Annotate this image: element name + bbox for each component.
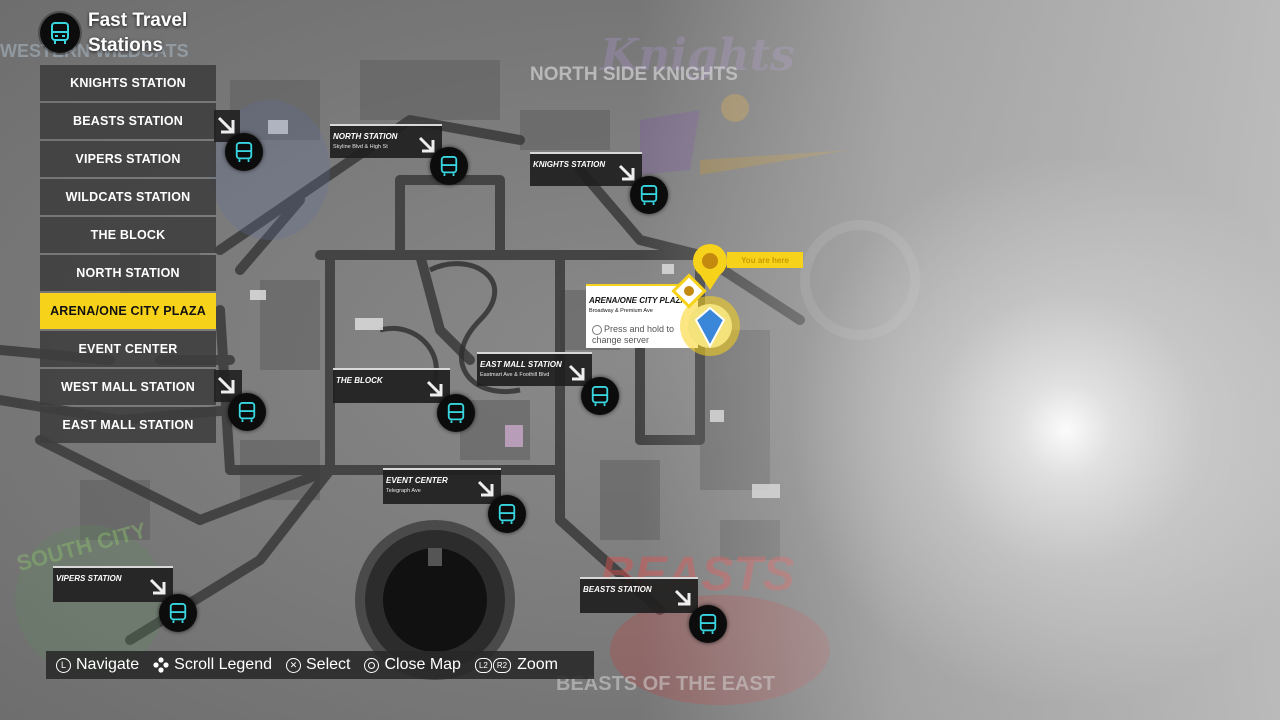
you-are-here-label: You are here bbox=[727, 252, 803, 268]
arrow-icon bbox=[568, 364, 585, 381]
bus-icon bbox=[40, 13, 80, 53]
arrow-icon bbox=[418, 136, 435, 153]
map-label-name: EAST MALL STATION bbox=[480, 360, 562, 369]
map-label-address: Skyline Blvd & High St bbox=[333, 144, 388, 150]
arrow-icon bbox=[618, 164, 635, 181]
station-list-item-vipers[interactable]: VIPERS STATION bbox=[40, 141, 216, 177]
bus-icon[interactable] bbox=[430, 147, 468, 185]
page-title: Fast Travel Stations bbox=[88, 10, 188, 56]
map-label-event-center[interactable]: EVENT CENTER Telegraph Ave bbox=[383, 468, 501, 504]
arrow-icon bbox=[149, 578, 166, 595]
map-label-east-mall-station[interactable]: EAST MALL STATION Eastmart Ave & Foothil… bbox=[477, 352, 592, 386]
map-label-beasts-station[interactable]: BEASTS STATION bbox=[580, 577, 698, 613]
circle-button-icon bbox=[364, 657, 380, 673]
station-list-item-north[interactable]: NORTH STATION bbox=[40, 255, 216, 291]
map-label-name: VIPERS STATION bbox=[56, 574, 122, 583]
bus-icon[interactable] bbox=[437, 394, 475, 432]
map-label-name: KNIGHTS STATION bbox=[533, 160, 606, 169]
control-scroll-legend[interactable]: Scroll Legend bbox=[153, 656, 272, 674]
bus-icon[interactable] bbox=[689, 605, 727, 643]
station-list-item-east-mall[interactable]: EAST MALL STATION bbox=[40, 407, 216, 443]
map-label-address: Telegraph Ave bbox=[386, 488, 421, 494]
map-label-name: EVENT CENTER bbox=[386, 476, 448, 485]
map-label-knights-station[interactable]: KNIGHTS STATION bbox=[530, 152, 642, 186]
tooltip-hint: Press and hold to change server bbox=[592, 324, 675, 345]
cross-button-icon: ✕ bbox=[286, 657, 301, 673]
station-list-item-the-block[interactable]: THE BLOCK bbox=[40, 217, 216, 253]
bus-icon[interactable] bbox=[159, 594, 197, 632]
control-select[interactable]: ✕ Select bbox=[286, 656, 350, 674]
control-close-map[interactable]: Close Map bbox=[364, 656, 461, 674]
controls-bar: L Navigate Scroll Legend ✕ Select Close … bbox=[46, 651, 594, 679]
map-label-north-station[interactable]: NORTH STATION Skyline Blvd & High St bbox=[330, 124, 442, 158]
station-list-item-arena[interactable]: ARENA/ONE CITY PLAZA bbox=[40, 293, 216, 329]
bus-icon[interactable] bbox=[228, 393, 266, 431]
arrow-icon bbox=[477, 480, 494, 497]
map-label-vipers-station[interactable]: VIPERS STATION bbox=[53, 566, 173, 602]
arrow-icon bbox=[674, 589, 691, 606]
bus-icon[interactable] bbox=[581, 377, 619, 415]
dpad-icon bbox=[153, 657, 169, 673]
station-list: KNIGHTS STATION BEASTS STATION VIPERS ST… bbox=[40, 65, 216, 445]
station-list-item-knights[interactable]: KNIGHTS STATION bbox=[40, 65, 216, 101]
map-label-name: THE BLOCK bbox=[336, 376, 383, 385]
map-label-address: Eastmart Ave & Foothill Blvd bbox=[480, 372, 550, 378]
circle-button-icon bbox=[592, 324, 602, 335]
bus-icon[interactable] bbox=[630, 176, 668, 214]
map-label-name: BEASTS STATION bbox=[583, 585, 652, 594]
player-location-marker bbox=[671, 244, 740, 356]
bus-icon[interactable] bbox=[225, 133, 263, 171]
map-label-the-block[interactable]: THE BLOCK bbox=[333, 368, 450, 403]
station-list-item-event-center[interactable]: EVENT CENTER bbox=[40, 331, 216, 367]
selected-station-tooltip[interactable]: ARENA/ONE CITY PLAZA Broadway & Premium … bbox=[586, 284, 698, 348]
station-list-item-wildcats[interactable]: WILDCATS STATION bbox=[40, 179, 216, 215]
header: Fast Travel Stations bbox=[40, 8, 208, 58]
bus-icon[interactable] bbox=[488, 495, 526, 533]
tooltip-address: Broadway & Premium Ave bbox=[589, 308, 653, 314]
station-list-item-west-mall[interactable]: WEST MALL STATION bbox=[40, 369, 216, 405]
team-mark-north-side: NORTH SIDE KNIGHTS bbox=[530, 64, 738, 85]
station-list-item-beasts[interactable]: BEASTS STATION bbox=[40, 103, 216, 139]
left-stick-icon: L bbox=[56, 657, 71, 673]
control-navigate[interactable]: L Navigate bbox=[56, 656, 139, 674]
map-label-name: NORTH STATION bbox=[333, 132, 398, 141]
tooltip-name: ARENA/ONE CITY PLAZA bbox=[589, 296, 687, 305]
arrow-icon bbox=[426, 380, 443, 397]
